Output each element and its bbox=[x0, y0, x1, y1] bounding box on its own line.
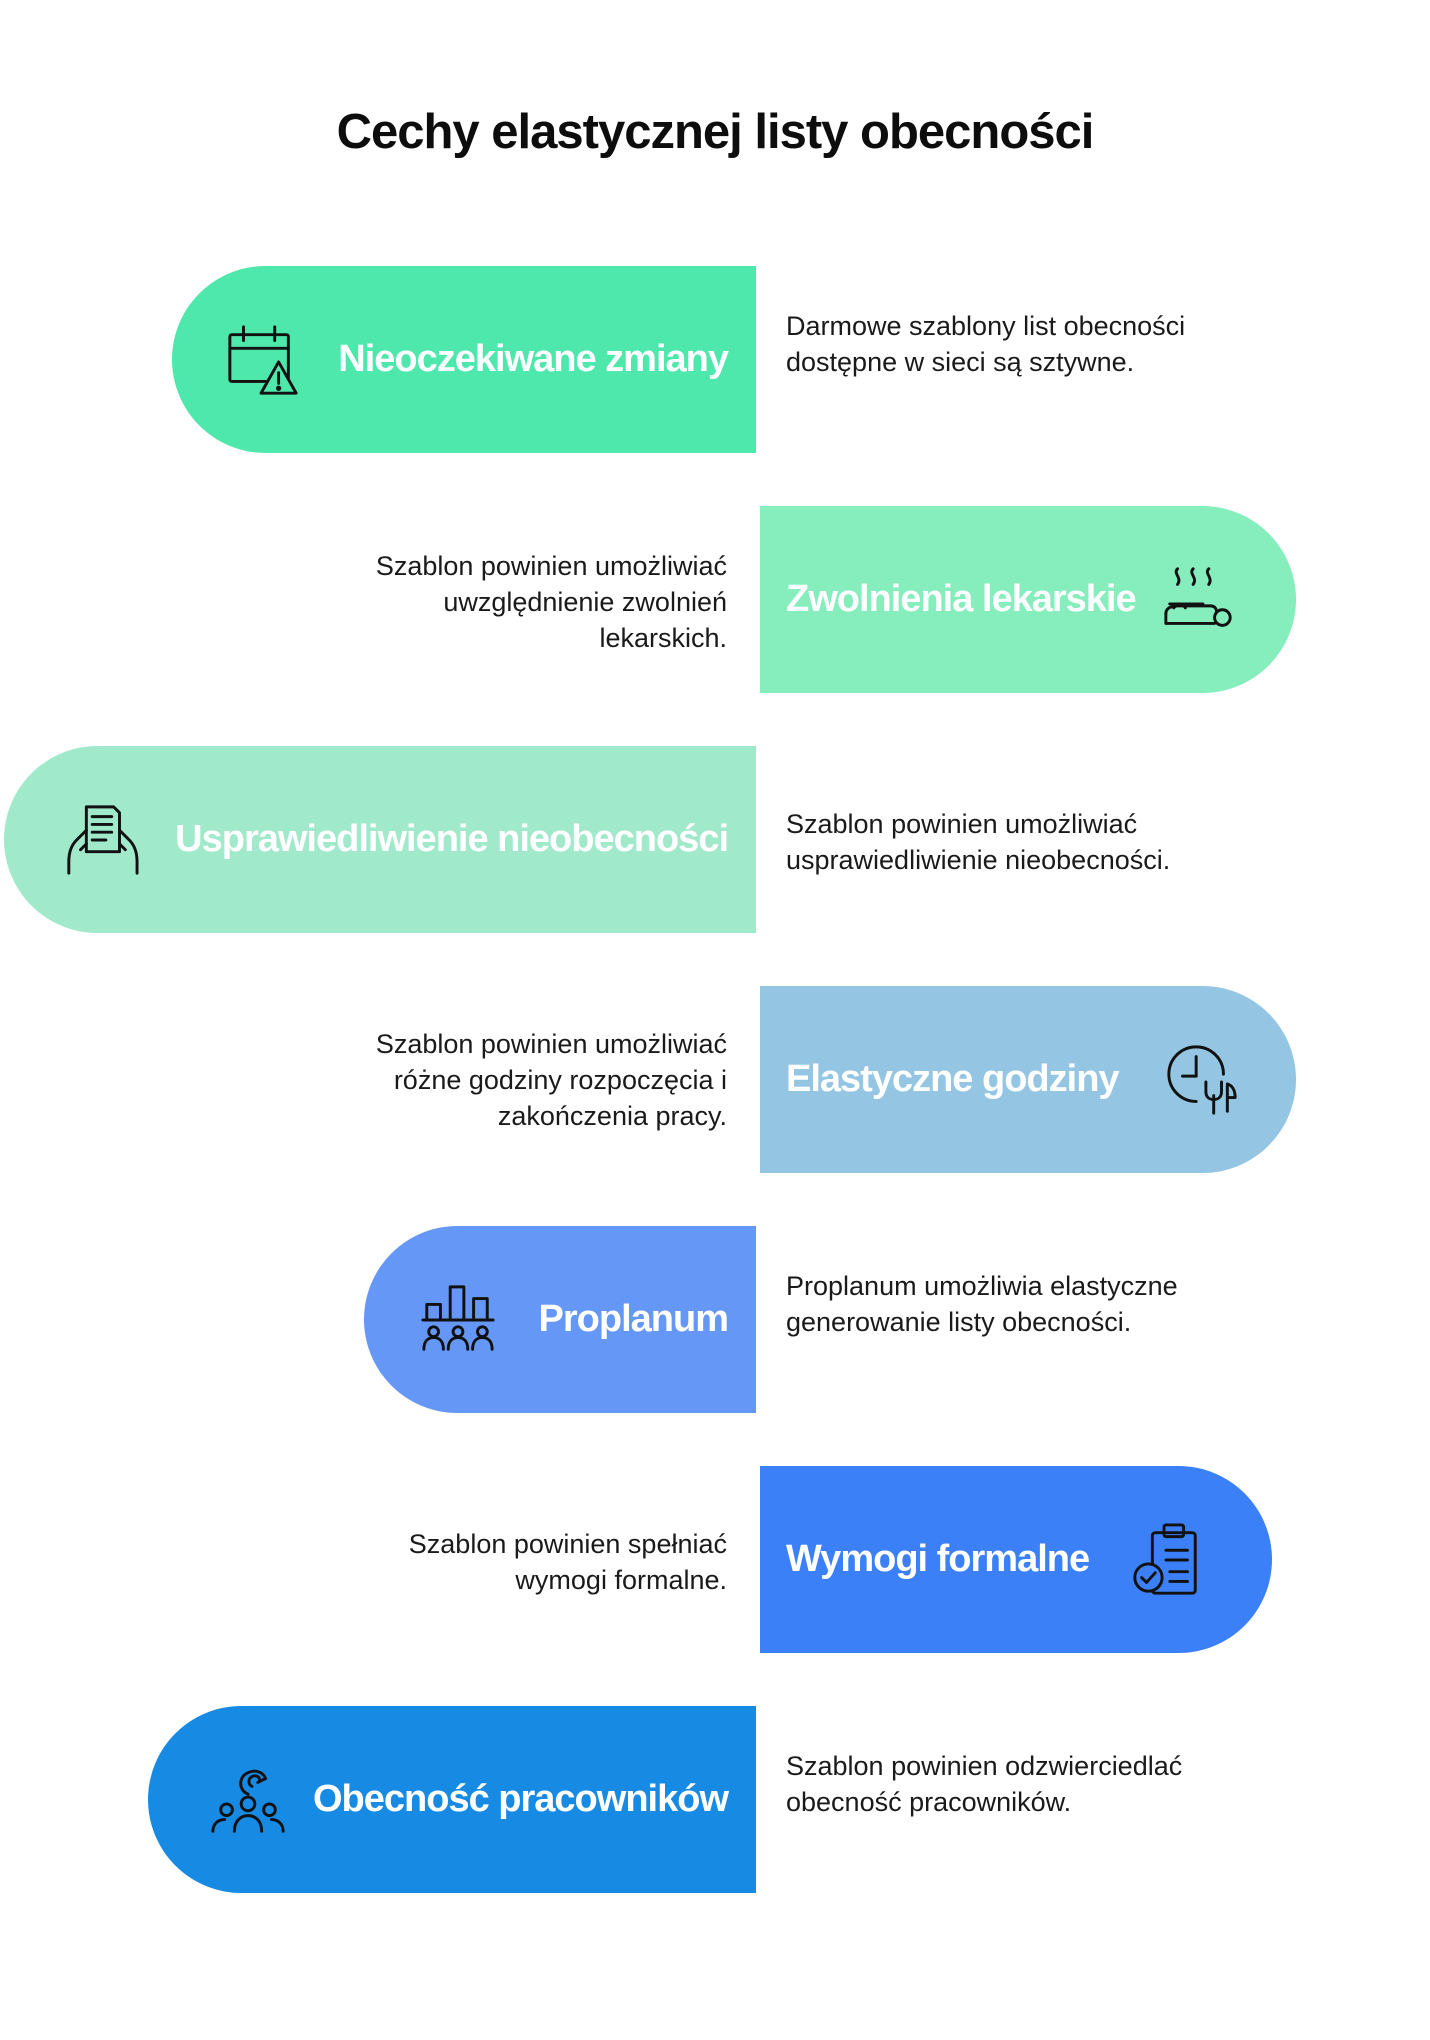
pill-label: Zwolnienia lekarskie bbox=[786, 578, 1137, 620]
pill-usprawiedliwienie-nieobecnosci: Usprawiedliwienie nieobecności bbox=[4, 746, 756, 933]
pill-zwolnienia-lekarskie: Zwolnienia lekarskie bbox=[760, 506, 1296, 693]
description-proplanum: Proplanum umożliwia elastyczne generowan… bbox=[786, 1271, 1178, 1337]
pill-label: Elastyczne godziny bbox=[786, 1058, 1120, 1100]
calendar-warning-icon bbox=[224, 321, 302, 399]
pill-wymogi-formalne: Wymogi formalne bbox=[760, 1466, 1272, 1653]
pill-label: Wymogi formalne bbox=[786, 1538, 1090, 1580]
sick-bed-icon bbox=[1160, 561, 1238, 639]
description-nieoczekiwane-zmiany: Darmowe szablony list obecności dostępne… bbox=[786, 311, 1186, 377]
pill-elastyczne-godziny: Elastyczne godziny bbox=[760, 986, 1296, 1173]
clipboard-check-icon bbox=[1127, 1521, 1205, 1599]
document-hands-icon bbox=[61, 801, 139, 879]
employees-icon bbox=[209, 1761, 287, 1839]
team-chart-icon bbox=[419, 1281, 497, 1359]
pill-obecnosc-pracownikow: Obecność pracowników bbox=[148, 1706, 756, 1893]
description-elastyczne-godziny: Szablon powinien umożliwiać różne godzin… bbox=[375, 1029, 727, 1131]
pill-label: Usprawiedliwienie nieobecności bbox=[175, 818, 729, 860]
clock-tools-icon bbox=[1163, 1041, 1241, 1119]
pill-label: Nieoczekiwane zmiany bbox=[338, 338, 729, 380]
description-wymogi-formalne: Szablon powinien spełniać wymogi formaln… bbox=[408, 1529, 727, 1595]
page-title: Cechy elastycznej listy obecności bbox=[336, 105, 1095, 159]
description-zwolnienia-lekarskie: Szablon powinien umożliwiać uwzględnieni… bbox=[375, 551, 727, 653]
pill-nieoczekiwane-zmiany: Nieoczekiwane zmiany bbox=[172, 266, 756, 453]
description-obecnosc-pracownikow: Szablon powinien odzwierciedlać obecność… bbox=[786, 1751, 1183, 1817]
pill-proplanum: Proplanum bbox=[364, 1226, 756, 1413]
pill-label: Obecność pracowników bbox=[313, 1778, 729, 1820]
pill-label: Proplanum bbox=[538, 1298, 729, 1340]
description-usprawiedliwienie-nieobecnosci: Szablon powinien umożliwiać usprawiedliw… bbox=[786, 809, 1171, 875]
